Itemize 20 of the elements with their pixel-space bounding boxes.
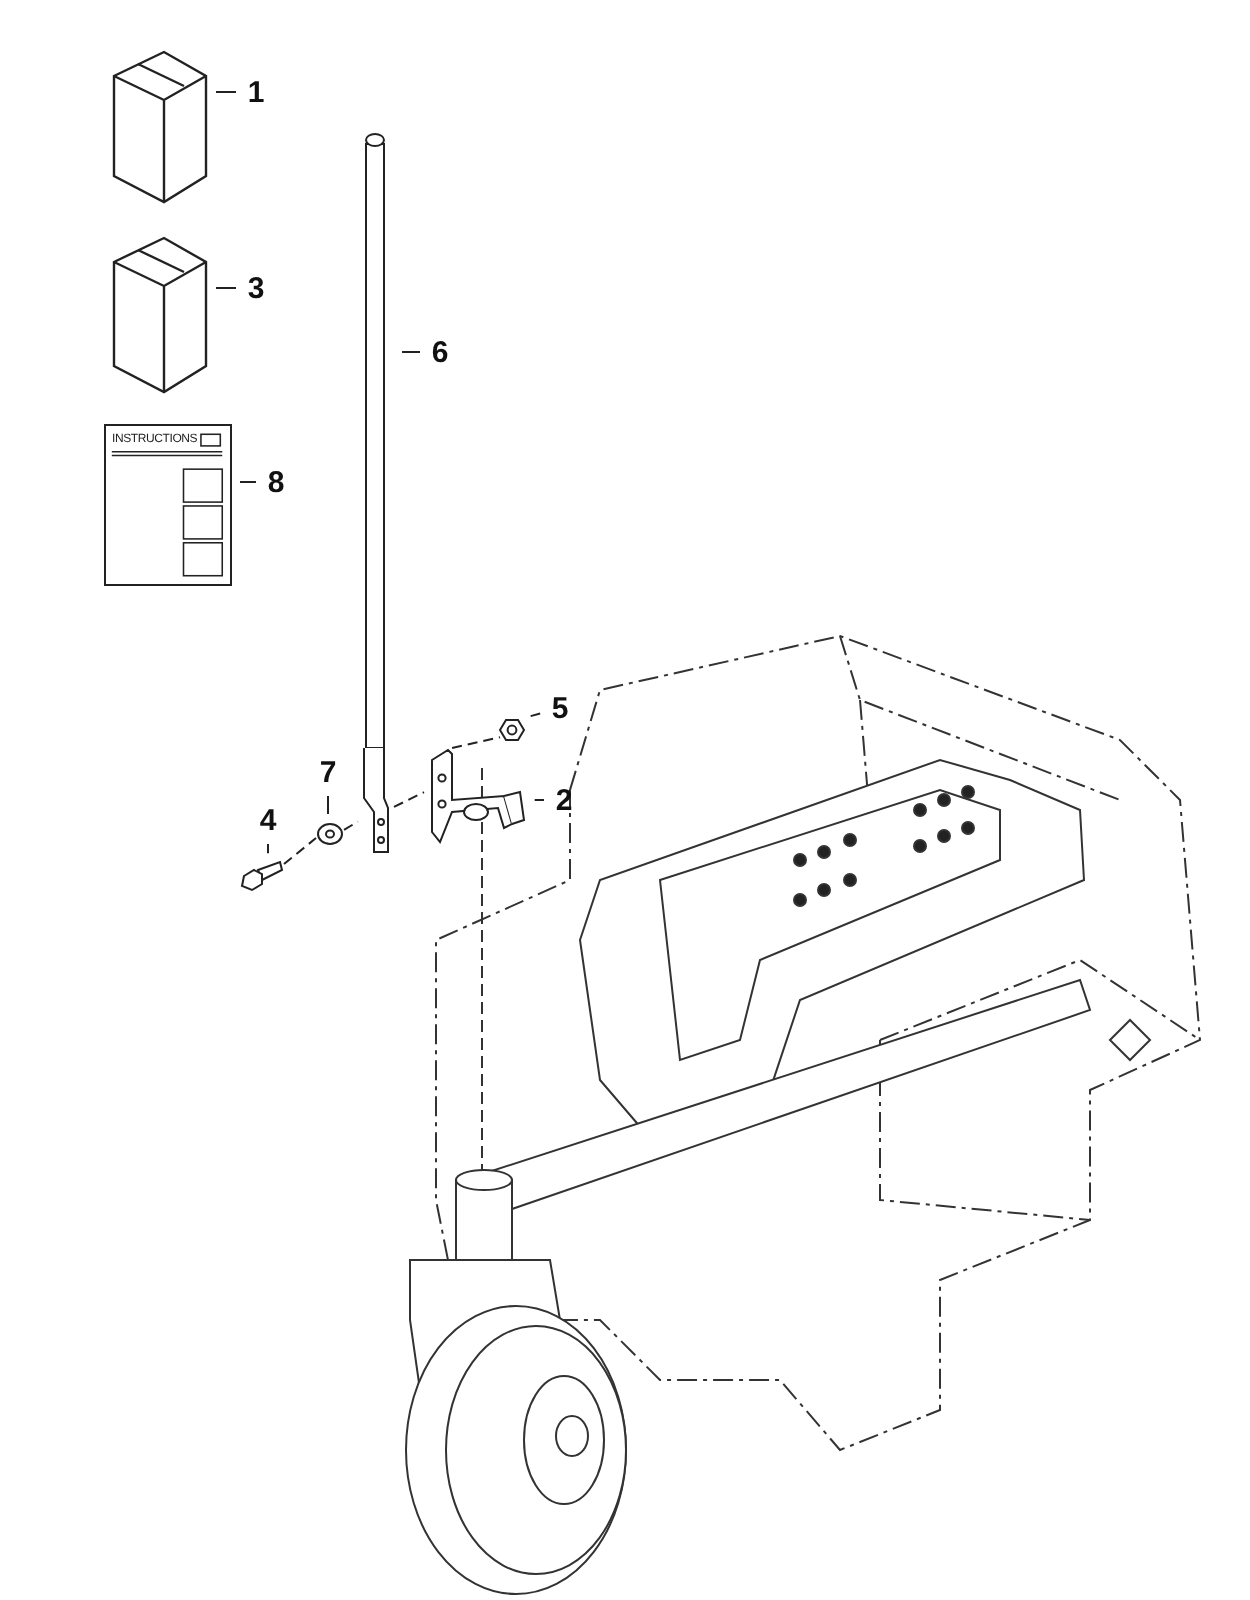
- callout-number: 8: [267, 467, 285, 497]
- leader-line: [215, 287, 237, 289]
- leader-line: [533, 799, 545, 801]
- leader-line: [327, 795, 329, 815]
- leader-line: [239, 481, 257, 483]
- leader-line: [267, 843, 269, 855]
- assembly-line: [343, 820, 359, 831]
- leader-line: [529, 712, 542, 718]
- callout-number: 6: [431, 337, 449, 367]
- callout-number: 2: [555, 785, 573, 815]
- assembly-line: [393, 791, 425, 808]
- leader-line: [401, 351, 421, 353]
- assembly-line: [451, 736, 501, 749]
- callout-number: 4: [259, 805, 277, 835]
- leader-line: [215, 91, 237, 93]
- callout-number: 5: [551, 693, 569, 723]
- assembly-line: [283, 837, 317, 865]
- callout-number: 7: [319, 757, 337, 787]
- callout-number: 3: [247, 273, 265, 303]
- callout-number: 1: [247, 77, 265, 107]
